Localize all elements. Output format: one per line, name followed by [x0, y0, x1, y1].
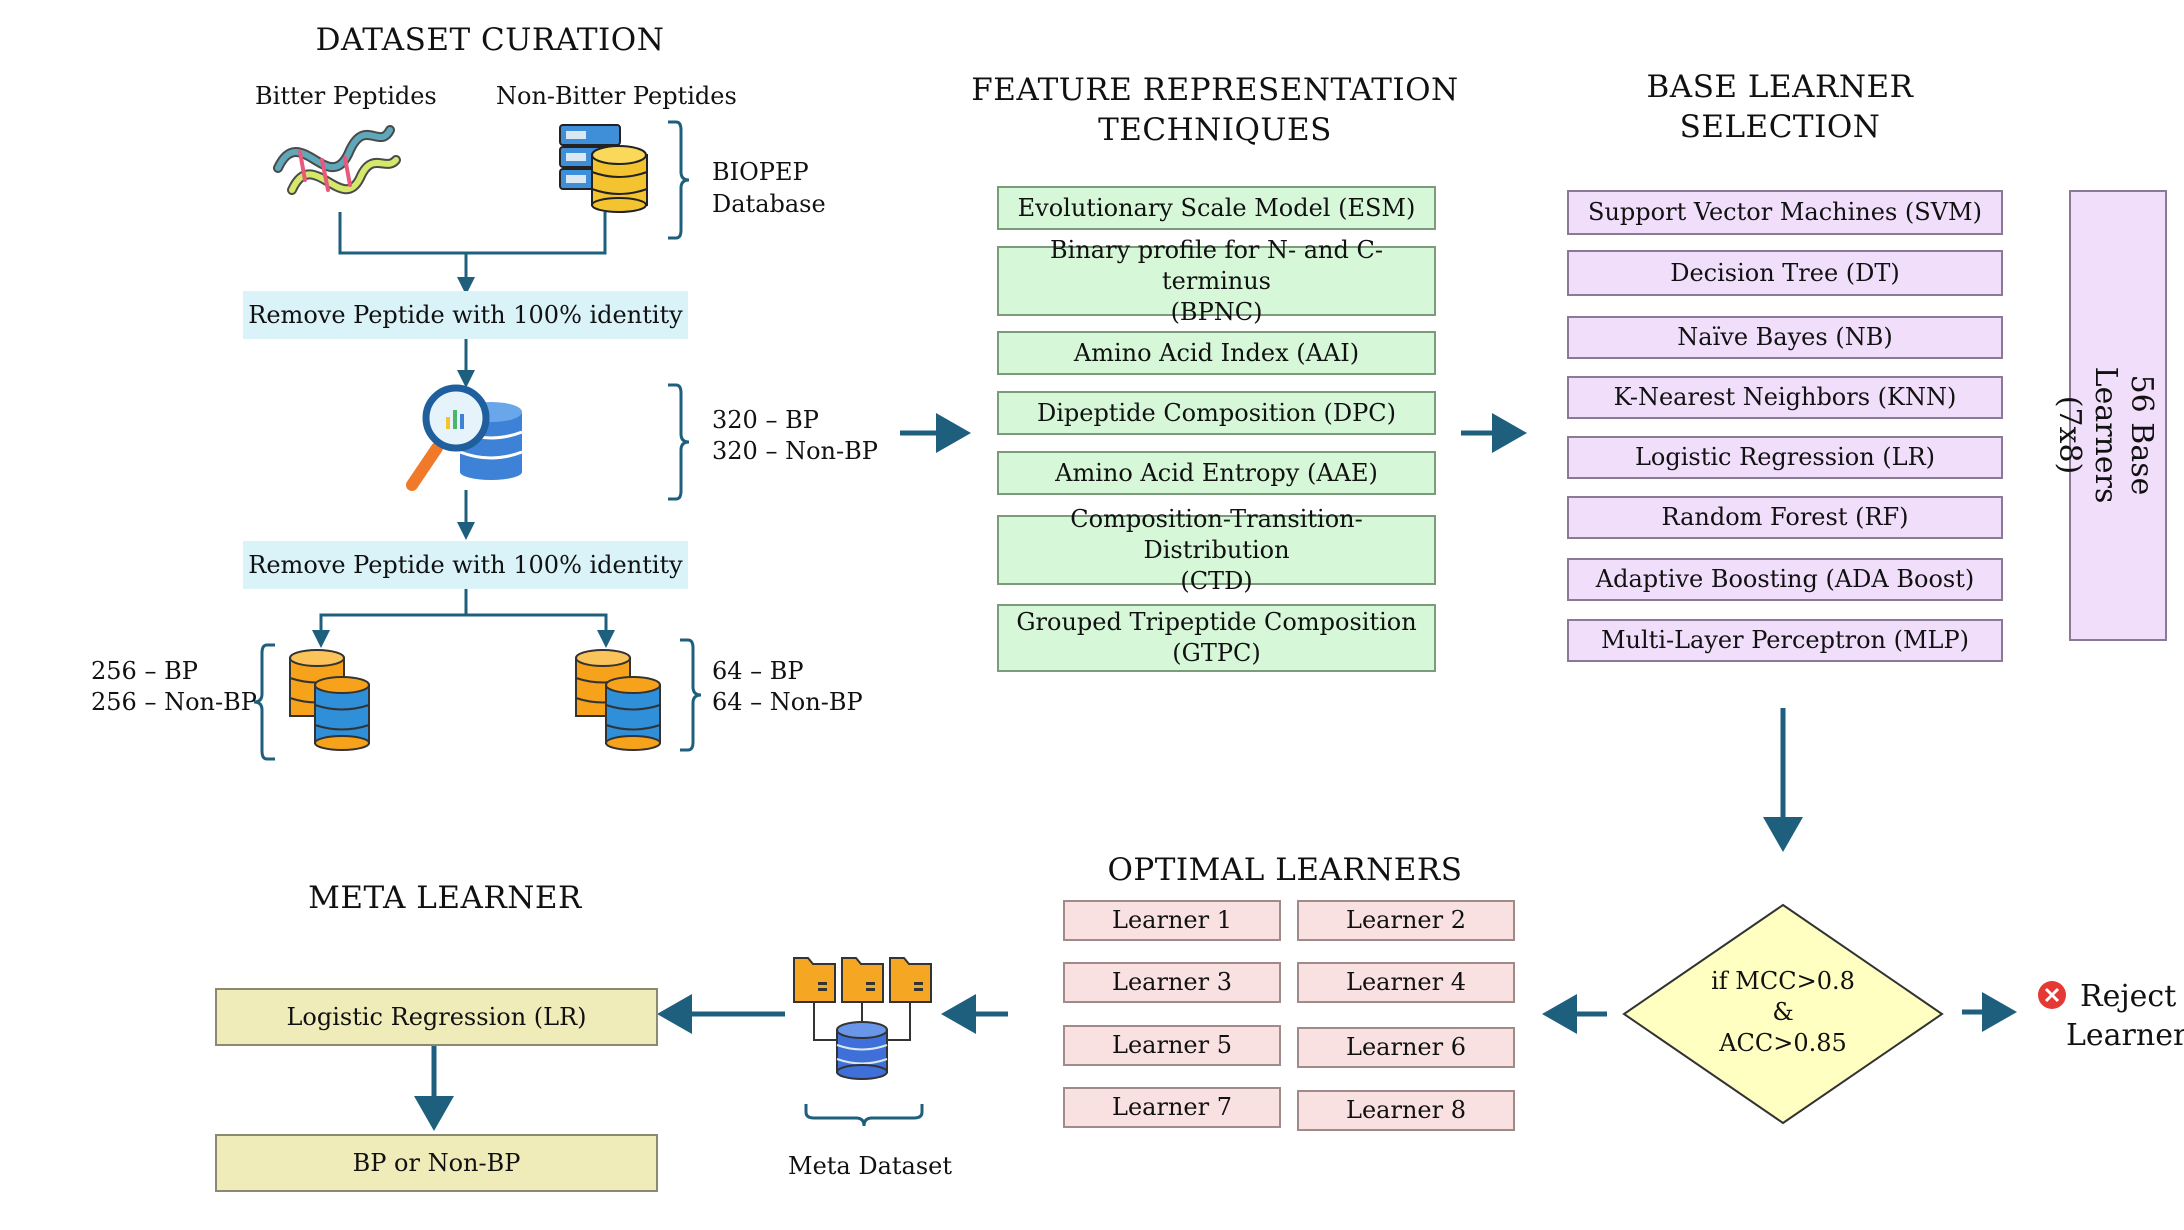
learner-nb: Naïve Bayes (NB) [1567, 316, 2003, 359]
peptide-helix-icon [273, 125, 401, 195]
bracket-shapes [253, 120, 924, 1127]
optimal-learner-8: Learner 8 [1297, 1090, 1515, 1131]
remove-identity-step-2: Remove Peptide with 100% identity [243, 541, 688, 589]
test-count-bp: 64 – BP [712, 657, 804, 685]
database-search-icon [406, 384, 523, 491]
base-learners-count-box [2069, 190, 2167, 641]
test-database-icon [575, 649, 661, 751]
meta-model-box: Logistic Regression (LR) [215, 988, 658, 1046]
learner-lr: Logistic Regression (LR) [1567, 436, 2003, 479]
optimal-learner-2: Learner 2 [1297, 900, 1515, 941]
curation-title: DATASET CURATION [315, 22, 665, 58]
train-database-icon [289, 649, 370, 751]
criteria-acc: ACC>0.85 [1719, 1029, 1847, 1057]
features-title-line1: FEATURE REPRESENTATION [971, 72, 1459, 108]
reject-label-line2: Learner [2066, 1018, 2184, 1053]
bracket-320 [668, 383, 690, 501]
optimal-learner-4: Learner 4 [1297, 962, 1515, 1003]
curation-connectors [312, 212, 615, 648]
nonbitter-peptides-label: Non-Bitter Peptides [496, 82, 737, 110]
feature-aae: Amino Acid Entropy (AAE) [997, 451, 1436, 495]
learner-rf: Random Forest (RF) [1567, 496, 2003, 539]
count-320-nonbp: 320 – Non-BP [712, 437, 878, 465]
bracket-64 [680, 638, 702, 752]
count-320-bp: 320 – BP [712, 406, 819, 434]
features-title-line2: TECHNIQUES [1098, 112, 1332, 148]
meta-output-box: BP or Non-BP [215, 1134, 658, 1192]
learner-dt: Decision Tree (DT) [1567, 250, 2003, 296]
feature-gtpc: Grouped Tripeptide Composition (GTPC) [997, 604, 1436, 672]
optimal-title: OPTIMAL LEARNERS [1107, 852, 1463, 888]
criteria-diamond [1622, 903, 1944, 1125]
meta-learner-title: META LEARNER [308, 880, 582, 916]
optimal-learner-7: Learner 7 [1063, 1087, 1281, 1128]
criteria-mcc: if MCC>0.8 [1711, 967, 1855, 995]
bracket-meta-dataset [804, 1104, 924, 1127]
train-count-bp: 256 – BP [91, 657, 198, 685]
optimal-learner-6: Learner 6 [1297, 1027, 1515, 1068]
train-count-nonbp: 256 – Non-BP [91, 688, 257, 716]
reject-icon [2038, 981, 2066, 1009]
meta-dataset-icon [793, 957, 932, 1080]
bracket-256 [253, 643, 275, 761]
biopep-label: BIOPEP [712, 158, 809, 186]
bracket-biopep [668, 120, 690, 240]
feature-aai: Amino Acid Index (AAI) [997, 331, 1436, 375]
learner-svm: Support Vector Machines (SVM) [1567, 190, 2003, 235]
feature-ctd: Composition-Transition-Distribution (CTD… [997, 505, 1436, 595]
feature-bpnc: Binary profile for N- and C- terminus (B… [997, 236, 1436, 326]
criteria-text: if MCC>0.8 & ACC>0.85 [1683, 966, 1883, 1059]
base-title-line1: BASE LEARNER [1646, 69, 1914, 105]
optimal-learner-5: Learner 5 [1063, 1025, 1281, 1066]
base-learners-count-label: 56 Base Learners (7x8) [2052, 366, 2159, 504]
reject-label-line1: Reject [2080, 979, 2177, 1014]
database-label: Database [712, 190, 826, 218]
optimal-learner-1: Learner 1 [1063, 900, 1281, 941]
base-title-line2: SELECTION [1679, 109, 1881, 145]
learner-mlp: Multi-Layer Perceptron (MLP) [1567, 619, 2003, 662]
criteria-and: & [1772, 998, 1794, 1026]
bitter-peptides-label: Bitter Peptides [255, 82, 437, 110]
test-count-nonbp: 64 – Non-BP [712, 688, 863, 716]
server-database-icon [559, 124, 648, 213]
flow-arrows [414, 413, 2017, 1131]
learner-adaboost: Adaptive Boosting (ADA Boost) [1567, 558, 2003, 601]
feature-dpc: Dipeptide Composition (DPC) [997, 391, 1436, 435]
meta-dataset-label: Meta Dataset [788, 1152, 953, 1180]
remove-identity-step-1: Remove Peptide with 100% identity [243, 291, 688, 339]
learner-knn: K-Nearest Neighbors (KNN) [1567, 376, 2003, 419]
optimal-learner-3: Learner 3 [1063, 962, 1281, 1003]
feature-esm: Evolutionary Scale Model (ESM) [997, 186, 1436, 230]
